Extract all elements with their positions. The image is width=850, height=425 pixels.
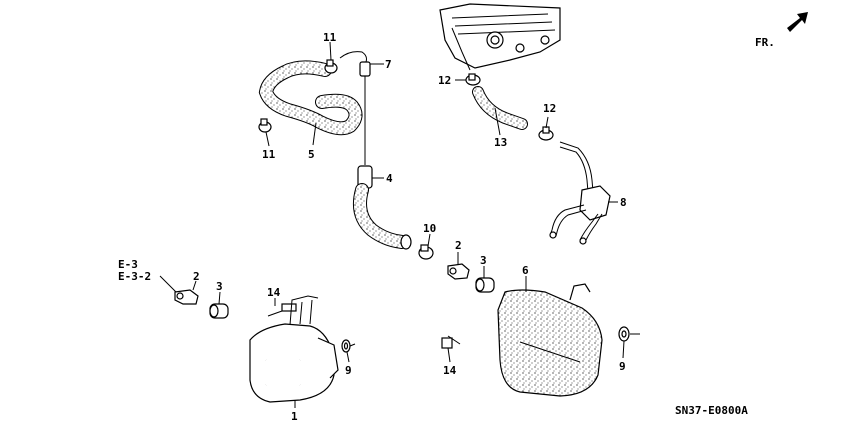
fitting-2-right — [447, 263, 470, 280]
callout-11-lower: 11 — [262, 148, 276, 161]
callout-3-left: 3 — [216, 280, 223, 293]
grommet-3-left — [209, 303, 229, 319]
hose-clip-10 — [418, 244, 434, 260]
callout-3-right: 3 — [480, 254, 487, 267]
hose-clip-12-lower — [538, 126, 554, 141]
section-ref-e3-2: E-3-2 — [118, 270, 151, 283]
section-ref-e3: E-3 — [118, 258, 138, 271]
grommet-3-right — [475, 277, 495, 293]
breather-pipe-assembly-8 — [549, 141, 611, 245]
pcv-valve-7 — [339, 51, 371, 165]
hose-clip-11-upper — [324, 59, 338, 74]
callout-14-left: 14 — [267, 286, 281, 299]
callout-2-left: 2 — [193, 270, 200, 283]
front-marker-text: FR. — [755, 36, 775, 49]
callout-9-right: 9 — [619, 360, 626, 373]
bolt-14-left — [267, 303, 297, 317]
breather-chamber-1 — [249, 295, 339, 403]
callout-labels: 11 7 11 5 4 10 2 3 6 2 3 14 1 9 14 9 8 1… — [193, 31, 627, 423]
valve-cover — [439, 3, 561, 71]
breather-hose-13 — [472, 86, 528, 130]
breather-chamber-6 — [497, 283, 603, 397]
washer-9-right — [618, 326, 630, 342]
hose-clip-11-lower — [258, 118, 272, 133]
callout-14-right: 14 — [443, 364, 457, 377]
callout-9-left: 9 — [345, 364, 352, 377]
callout-2-right: 2 — [455, 239, 462, 252]
callout-4: 4 — [386, 172, 393, 185]
breather-hose-5 — [258, 60, 363, 136]
diagram-code: SN37-E0800A — [675, 404, 748, 417]
callout-1: 1 — [291, 410, 298, 423]
callout-6: 6 — [522, 264, 529, 277]
bolt-14-right — [441, 335, 461, 349]
hose-clip-12-upper — [465, 73, 481, 86]
fitting-2-left — [174, 289, 199, 305]
callout-11-upper: 11 — [323, 31, 337, 44]
leader-lines — [192, 41, 640, 408]
callout-12-lower: 12 — [543, 102, 556, 115]
callout-8: 8 — [620, 196, 627, 209]
section-references: E-3 E-3-2 — [118, 258, 177, 293]
callout-12-upper: 12 — [438, 74, 451, 87]
washer-9-left — [341, 339, 351, 353]
front-direction-arrow: FR. — [755, 12, 808, 49]
callout-13: 13 — [494, 136, 507, 149]
callout-7: 7 — [385, 58, 392, 71]
breather-hose-4 — [353, 165, 412, 250]
callout-5: 5 — [308, 148, 315, 161]
callout-10: 10 — [423, 222, 436, 235]
